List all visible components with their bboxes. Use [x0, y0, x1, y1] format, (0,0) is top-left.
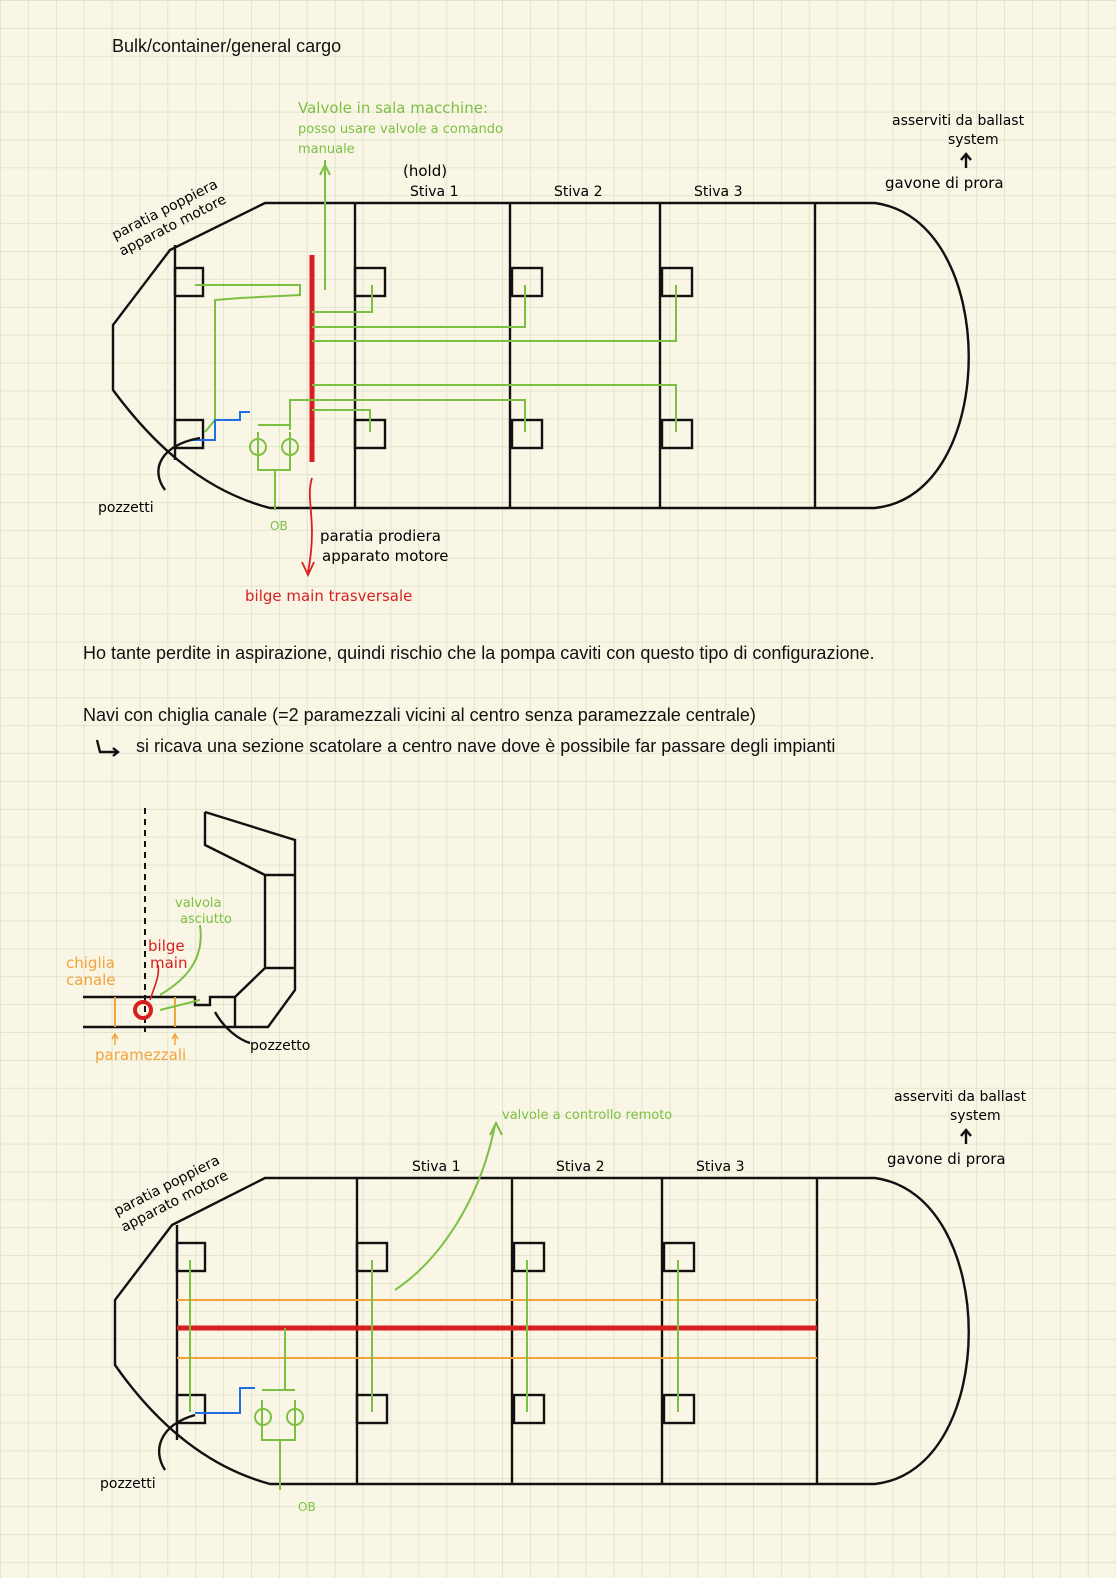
hold-note: (hold) — [403, 162, 447, 180]
ballast-note-1: asserviti da ballast — [892, 113, 1025, 129]
overboard-label: OB — [270, 519, 288, 533]
ship-plan-2 — [113, 1120, 972, 1490]
bulkheads — [173, 203, 817, 508]
bilge-label-1: bilge — [148, 937, 185, 955]
hull-outline — [111, 201, 970, 510]
well-label: pozzetto — [250, 1038, 310, 1054]
fwd-bulkhead-label-2: apparato motore — [322, 547, 449, 565]
overboard-label: OB — [298, 1500, 316, 1514]
fwd-bulkhead-label-1: paratia prodiera — [320, 527, 441, 545]
paragraph-duct-keel: Navi con chiglia canale (=2 paramezzali … — [83, 705, 756, 725]
branch-pipes — [189, 1120, 679, 1490]
suction-pipe — [195, 1387, 255, 1414]
hold-label-2: Stiva 2 — [556, 1159, 605, 1175]
wells-label: pozzetti — [98, 500, 154, 516]
bilge-wells — [173, 266, 694, 450]
hold-label-1: Stiva 1 — [410, 184, 459, 200]
hold-label-1: Stiva 1 — [412, 1159, 461, 1175]
bulkheads — [175, 1178, 819, 1484]
ship-plan-1 — [111, 152, 972, 578]
bilge-pointer — [149, 964, 160, 1001]
red-arrow-icon — [301, 477, 315, 578]
paragraph-box-section: si ricava una sezione scatolare a centro… — [136, 736, 836, 756]
branch-pipes — [195, 160, 677, 510]
hull-section — [83, 810, 297, 1029]
valve-pointer — [159, 924, 202, 1011]
girders — [114, 997, 176, 1027]
fore-peak-label: gavone di prora — [885, 174, 1004, 192]
ballast-note-2: system — [948, 132, 999, 148]
duct-keel-label-1: chiglia — [66, 954, 115, 972]
up-arrow-icon — [111, 1032, 179, 1045]
hold-label-3: Stiva 3 — [696, 1159, 745, 1175]
wells-pointer — [157, 1413, 196, 1471]
well-pointer — [213, 1011, 251, 1045]
wells-pointer — [157, 436, 201, 491]
girders-label: paramezzali — [95, 1046, 186, 1064]
engine-valves-note-3: manuale — [298, 142, 355, 157]
cross-section — [83, 808, 297, 1045]
page-title: Bulk/container/general cargo — [112, 36, 342, 56]
ballast-note-1: asserviti da ballast — [894, 1089, 1027, 1105]
ballast-note-2: system — [950, 1108, 1001, 1124]
remote-valves-label: valvole a controllo remoto — [502, 1108, 672, 1123]
fore-peak-label: gavone di prora — [887, 1150, 1006, 1168]
hook-arrow-icon — [95, 739, 120, 757]
up-arrow-icon — [960, 152, 972, 168]
hull-outline — [113, 1176, 970, 1486]
duct-keel-label-2: canale — [66, 971, 116, 989]
engine-valves-note-1: Valvole in sala macchine: — [298, 99, 488, 117]
engine-valves-note-2: posso usare valvole a comando — [298, 122, 503, 137]
hold-label-2: Stiva 2 — [554, 184, 603, 200]
bilge-wells — [175, 1241, 696, 1425]
girders — [177, 1299, 817, 1359]
valve-label-2: asciutto — [180, 912, 232, 927]
wells-label: pozzetti — [100, 1476, 156, 1492]
bilge-main-circle — [133, 1000, 153, 1020]
up-arrow-icon — [960, 1128, 972, 1144]
suction-pipe — [192, 411, 250, 441]
paragraph-cavitation: Ho tante perdite in aspirazione, quindi … — [83, 643, 875, 663]
valve-label-1: valvola — [175, 896, 222, 911]
bilge-label-2: main — [150, 954, 187, 972]
bilge-main-label: bilge main trasversale — [245, 587, 412, 605]
hold-label-3: Stiva 3 — [694, 184, 743, 200]
